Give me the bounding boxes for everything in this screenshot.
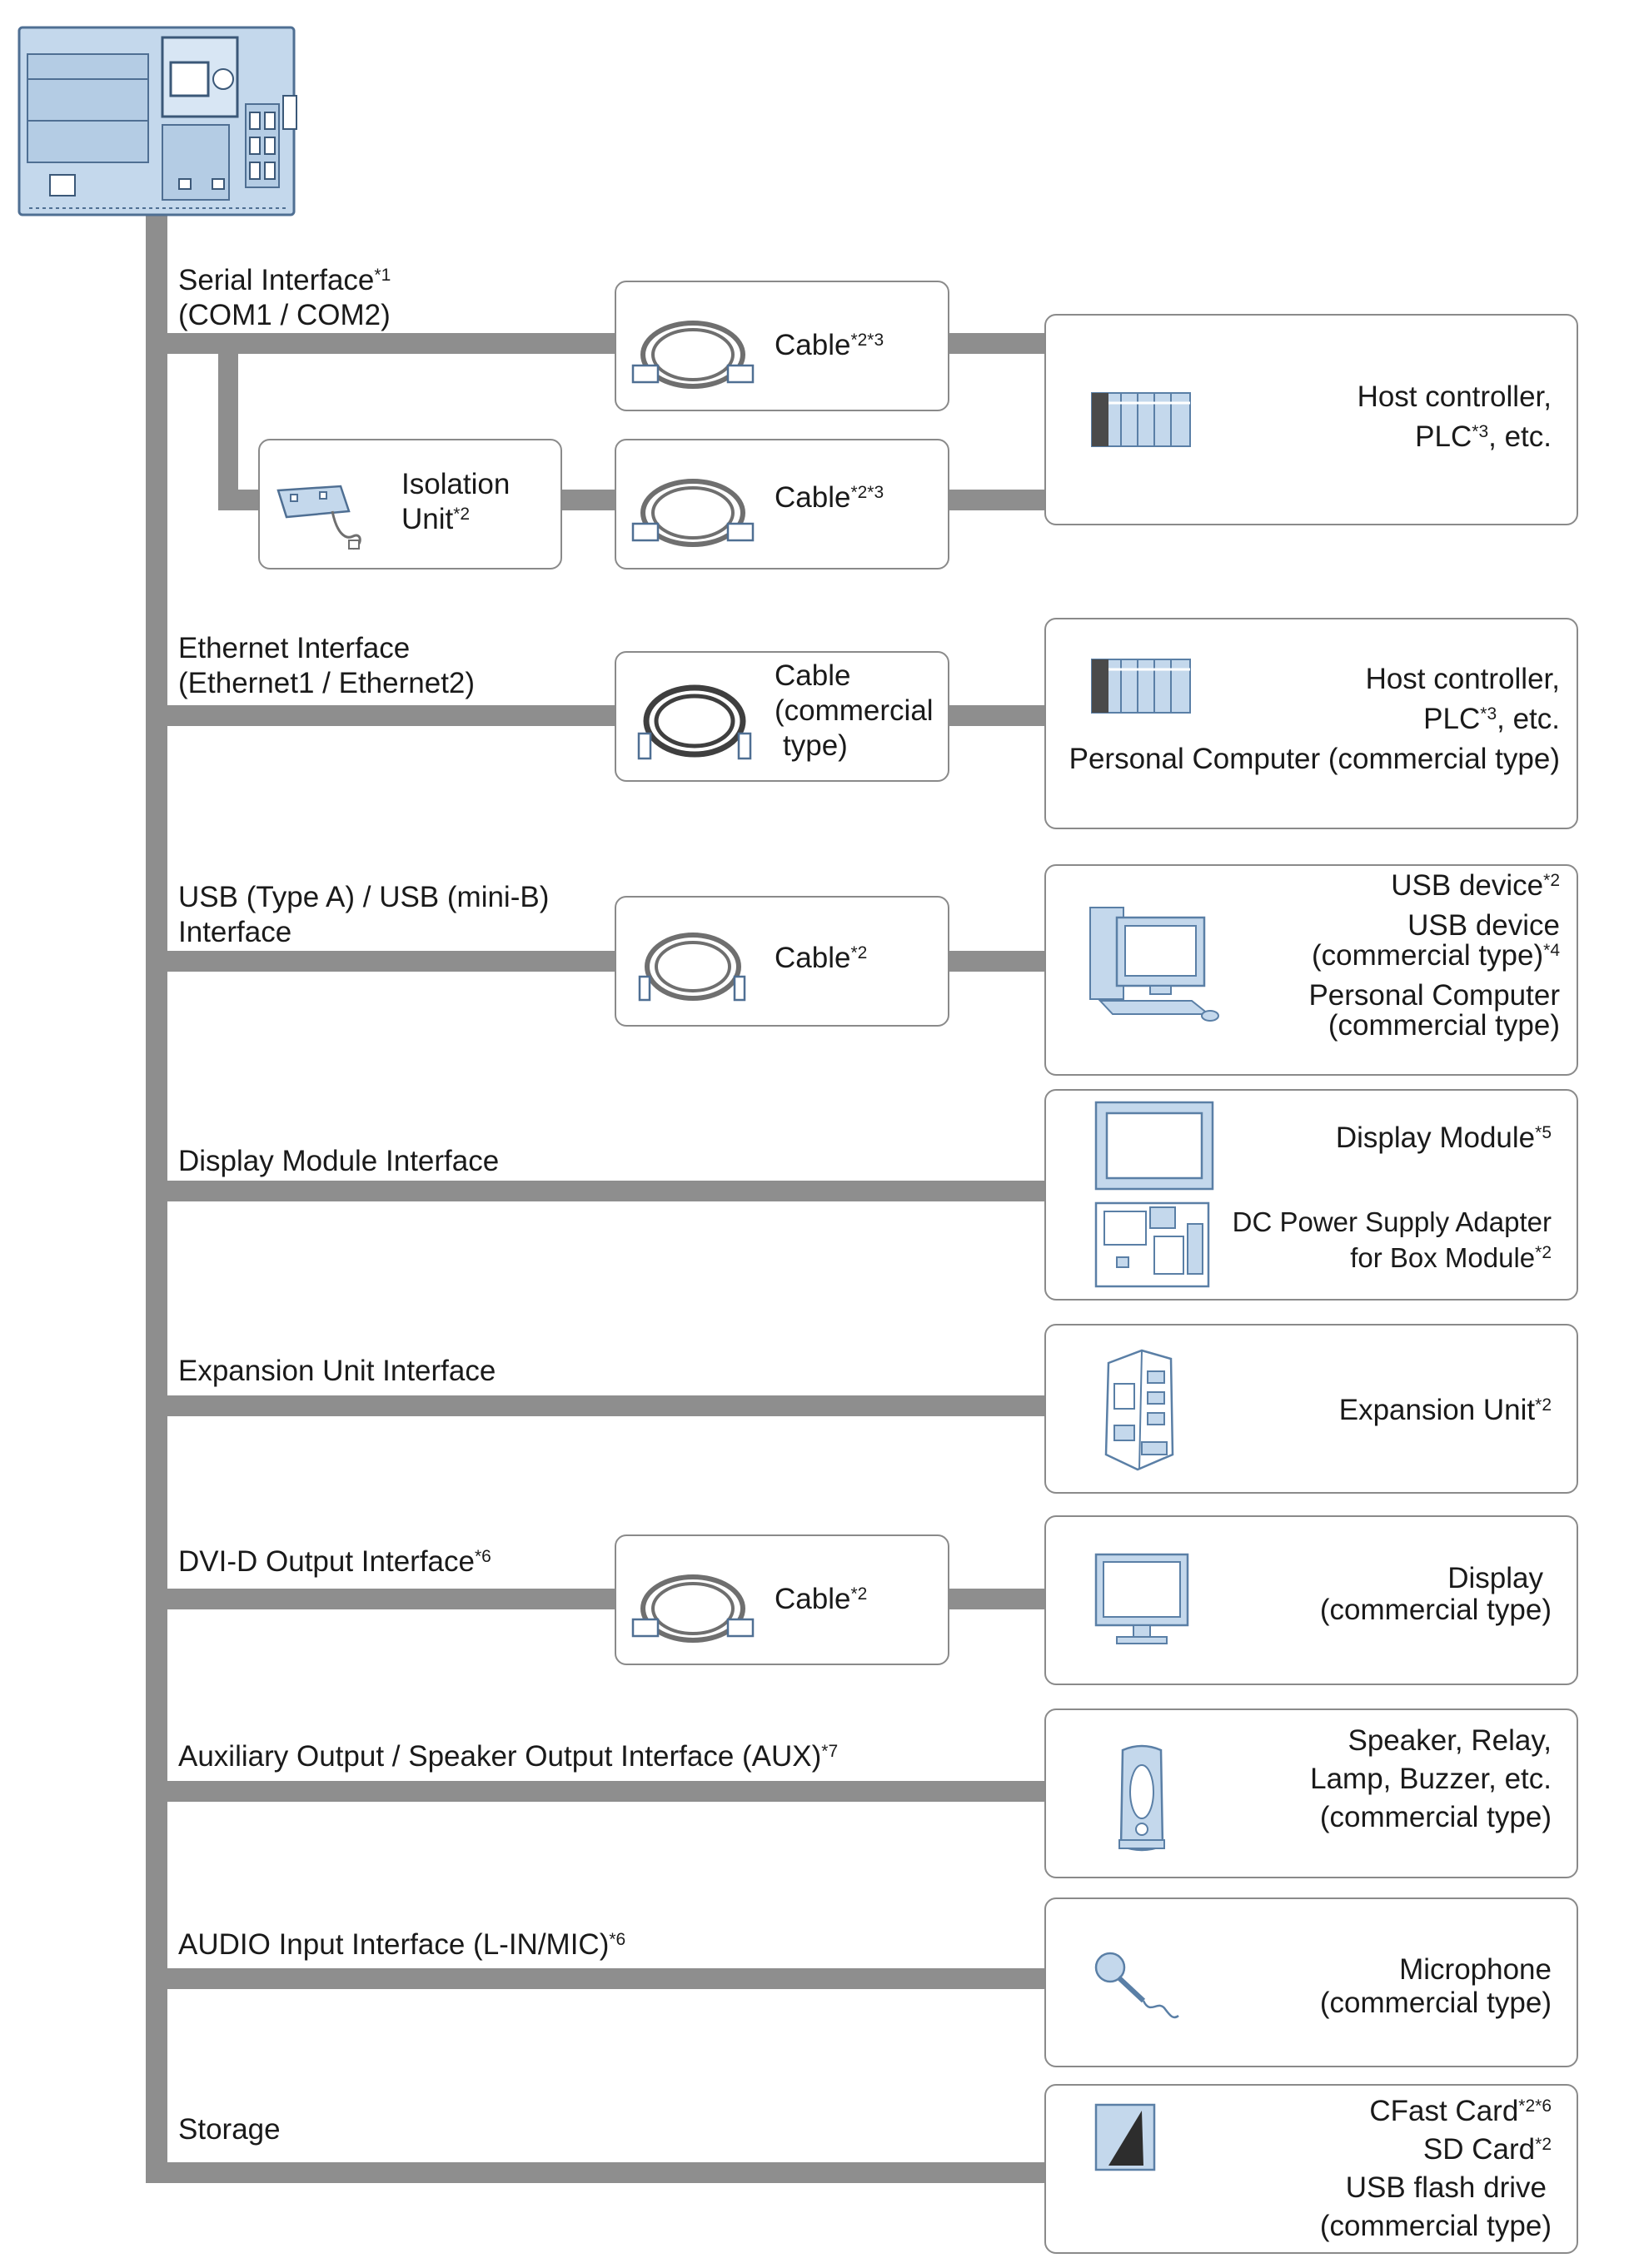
dvi-interface-label: DVI-D Output Interface*6 <box>178 1545 491 1578</box>
memory-card-icon <box>1092 2101 1158 2176</box>
serial-wire-1 <box>146 333 616 354</box>
display-module-interface-label: Display Module Interface <box>178 1145 500 1177</box>
microphone-icon <box>1092 1949 1183 2032</box>
ethernet-wire-a <box>146 705 616 726</box>
serial-cable-icon <box>626 461 760 553</box>
usb-cable-icon <box>626 918 760 1010</box>
isolation-unit-icon <box>270 474 370 557</box>
box-module-unit-icon <box>12 21 300 221</box>
speaker-device-box: Speaker, Relay, Lamp, Buzzer, etc. (comm… <box>1044 1708 1578 1878</box>
speaker-icon <box>1113 1742 1171 1858</box>
serial-branch-wire-v <box>218 350 238 510</box>
display-module-text-1: Display Module*5 <box>1335 1122 1552 1154</box>
serial-cable-box-1: Cable*2*3 <box>615 281 949 411</box>
aux-interface-label: Auxiliary Output / Speaker Output Interf… <box>178 1740 839 1773</box>
plc-icon <box>1088 653 1196 719</box>
ethernet-interface-label: Ethernet Interface (Ethernet1 / Ethernet… <box>178 632 476 699</box>
dvi-cable-box: Cable*2 <box>615 1534 949 1665</box>
display-text: Display (commercial type) <box>1319 1562 1552 1626</box>
dvi-cable-label: Cable*2 <box>775 1583 868 1615</box>
ethernet-host-text: Host controller, PLC*3, etc. Personal Co… <box>1069 663 1560 775</box>
storage-device-box: CFast Card*2*6 SD Card*2 USB flash drive… <box>1044 2084 1578 2254</box>
serial-wire-2a <box>562 490 616 510</box>
serial-cable-box-2: Cable*2*3 <box>615 439 949 569</box>
expansion-unit-device-box: Expansion Unit*2 <box>1044 1324 1578 1494</box>
serial-wire-1b <box>948 333 1048 354</box>
display-module-device-box: Display Module*5 DC Power Supply Adapter… <box>1044 1089 1578 1301</box>
dvi-cable-icon <box>626 1557 760 1649</box>
storage-wire <box>146 2162 1048 2183</box>
serial-interface-label: Serial Interface*1 (COM1 / COM2) <box>178 264 391 331</box>
audio-interface-label: AUDIO Input Interface (L-IN/MIC)*6 <box>178 1928 626 1961</box>
display-module-wire <box>146 1181 1048 1201</box>
power-adapter-box-module-icon <box>1092 1199 1213 1291</box>
expansion-interface-label: Expansion Unit Interface <box>178 1355 496 1387</box>
storage-text: CFast Card*2*6 SD Card*2 USB flash drive… <box>1319 2095 1552 2242</box>
ethernet-host-device-box: Host controller, PLC*3, etc. Personal Co… <box>1044 618 1578 829</box>
ethernet-wire-b <box>948 705 1048 726</box>
serial-host-text: Host controller, PLC*3, etc. <box>1357 380 1552 453</box>
speaker-text: Speaker, Relay, Lamp, Buzzer, etc. (comm… <box>1310 1724 1552 1833</box>
usb-cable-box: Cable*2 <box>615 896 949 1027</box>
serial-host-device-box: Host controller, PLC*3, etc. <box>1044 314 1578 525</box>
monitor-icon <box>1092 1550 1192 1650</box>
serial-branch-wire-h <box>218 490 260 510</box>
expansion-unit-text: Expansion Unit*2 <box>1338 1394 1552 1426</box>
usb-interface-label: USB (Type A) / USB (mini-B) Interface <box>178 881 550 948</box>
aux-wire <box>146 1781 1048 1802</box>
expansion-wire <box>146 1395 1048 1416</box>
serial-cable-label-2: Cable*2*3 <box>775 481 884 514</box>
serial-cable-icon <box>626 303 760 395</box>
usb-wire-a <box>146 951 616 972</box>
serial-wire-2b <box>948 490 1048 510</box>
display-module-icon <box>1092 1101 1217 1192</box>
microphone-device-box: Microphone (commercial type) <box>1044 1897 1578 2067</box>
isolation-unit-label: Isolation Unit*2 <box>401 468 511 535</box>
ethernet-cable-icon <box>626 671 760 771</box>
audio-wire <box>146 1968 1048 1989</box>
usb-device-text: USB device*2 USB device (commercial type… <box>1308 869 1560 1042</box>
expansion-unit-icon <box>1096 1346 1188 1475</box>
usb-cable-label: Cable*2 <box>775 942 868 974</box>
ethernet-cable-box: Cable (commercial type) <box>615 651 949 782</box>
display-module-text-2: DC Power Supply Adapter for Box Module*2 <box>1232 1206 1552 1273</box>
ethernet-cable-label: Cable (commercial type) <box>775 659 934 762</box>
isolation-unit-box: Isolation Unit*2 <box>258 439 562 569</box>
storage-label: Storage <box>178 2113 281 2146</box>
dvi-wire-a <box>146 1589 616 1609</box>
personal-computer-icon <box>1084 899 1225 1024</box>
dvi-wire-b <box>948 1589 1048 1609</box>
display-device-box: Display (commercial type) <box>1044 1515 1578 1685</box>
serial-cable-label-1: Cable*2*3 <box>775 329 884 361</box>
usb-wire-b <box>948 951 1048 972</box>
plc-icon <box>1088 386 1196 453</box>
usb-device-box: USB device*2 USB device (commercial type… <box>1044 864 1578 1076</box>
microphone-text: Microphone (commercial type) <box>1319 1953 1552 2019</box>
